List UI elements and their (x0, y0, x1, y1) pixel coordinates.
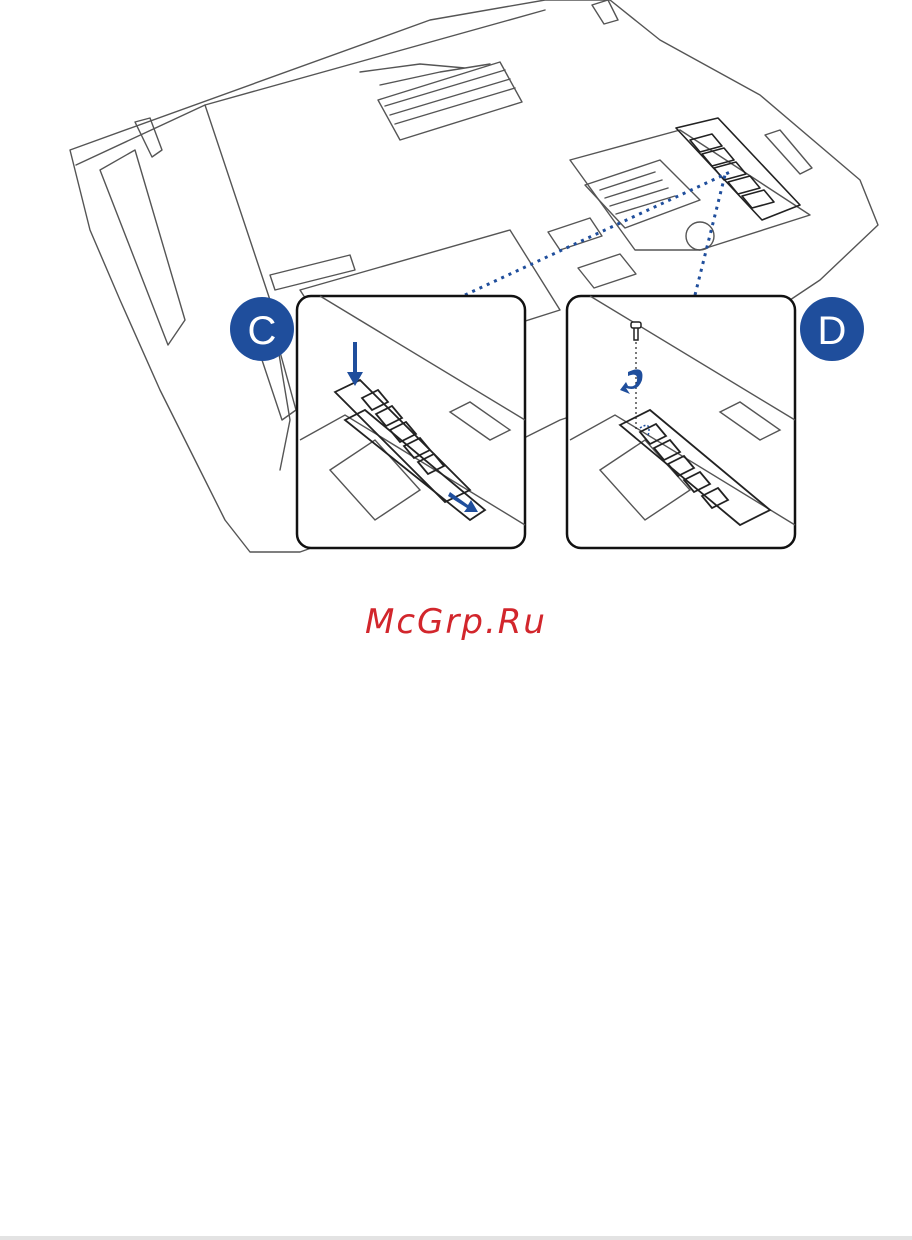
installed-memory-module (676, 118, 800, 220)
rubber-foot (765, 130, 812, 174)
step-badge-d: D (800, 297, 864, 361)
footer-divider (0, 1236, 912, 1240)
detail-panel-d (567, 296, 795, 548)
connector-line-c (465, 172, 730, 295)
step-label-d: D (818, 309, 847, 353)
step-badge-c: C (230, 297, 294, 361)
rubber-foot (262, 352, 296, 420)
watermark-text: McGrp.Ru (0, 602, 912, 642)
step-label-c: C (248, 309, 277, 353)
battery-cell (686, 222, 714, 250)
rubber-foot (135, 118, 162, 157)
memory-install-diagram: C D (0, 0, 912, 600)
detail-panel-c (297, 296, 525, 548)
connector-line-d (695, 175, 725, 295)
